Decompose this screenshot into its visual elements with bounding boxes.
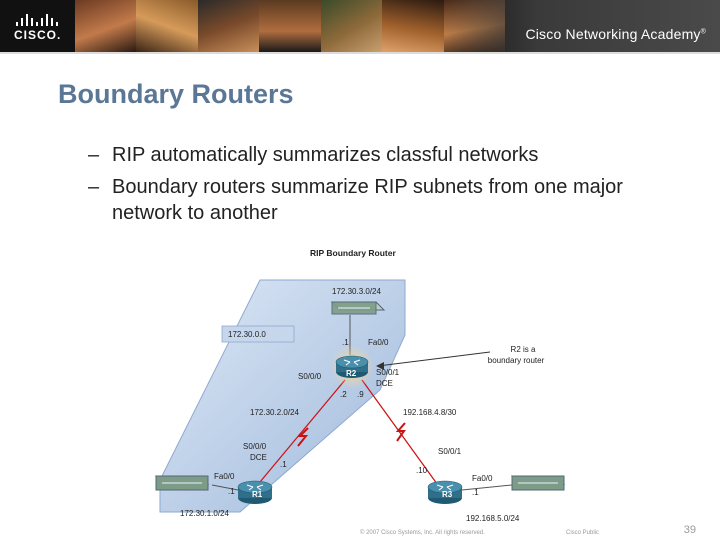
r2-s-left-host: .2 bbox=[340, 390, 347, 399]
router-icon bbox=[237, 480, 273, 504]
r2-s000: S0/0/0 bbox=[298, 372, 322, 381]
lan-r1-label: 172.30.1.0/24 bbox=[180, 509, 229, 518]
lan-r3-label: 192.168.5.0/24 bbox=[466, 514, 520, 523]
header-divider bbox=[0, 52, 720, 54]
r1-fa: Fa0/0 bbox=[214, 472, 235, 481]
r2-s-right-host: .9 bbox=[357, 390, 364, 399]
network-diagram: RIP Boundary Router 172.30.3.0/24 172.30… bbox=[140, 240, 580, 530]
bullet-item: –Boundary routers summarize RIP subnets … bbox=[88, 176, 623, 224]
callout-line2: boundary router bbox=[487, 356, 545, 365]
arrow-icon bbox=[377, 351, 491, 367]
footer-copyright: © 2007 Cisco Systems, Inc. All rights re… bbox=[360, 530, 485, 536]
topology-drawing bbox=[154, 279, 566, 513]
lan-top-label: 172.30.3.0/24 bbox=[332, 287, 381, 296]
classful-label: 172.30.0.0 bbox=[228, 330, 266, 339]
serial-link-r1-r2 bbox=[254, 379, 346, 489]
bullet-list: –RIP automatically summarizes classful n… bbox=[88, 142, 688, 232]
switch-icon bbox=[330, 301, 386, 315]
cisco-logo-icon: CISCO. bbox=[14, 14, 72, 42]
link-right-label: 192.168.4.8/30 bbox=[403, 408, 457, 417]
page-number: 39 bbox=[683, 524, 696, 536]
r2-dce: DCE bbox=[376, 379, 393, 388]
r2-s001: S0/0/1 bbox=[376, 368, 400, 377]
r2-fa-host: .1 bbox=[342, 338, 349, 347]
r1-dce: DCE bbox=[250, 453, 267, 462]
header-photos bbox=[75, 0, 505, 52]
academy-title: Cisco Networking Academy® bbox=[525, 26, 706, 42]
switch-icon bbox=[154, 475, 210, 491]
switch-icon bbox=[510, 475, 566, 491]
lightning-icon bbox=[395, 422, 406, 442]
r2-name: R2 bbox=[346, 369, 357, 378]
r1-fa-host: .1 bbox=[228, 487, 235, 496]
r3-fa: Fa0/0 bbox=[472, 474, 493, 483]
classful-label-box bbox=[221, 325, 295, 343]
logo-text: CISCO. bbox=[14, 28, 62, 42]
r3-fa-host: .1 bbox=[472, 488, 479, 497]
r1-name: R1 bbox=[252, 490, 263, 499]
lightning-icon bbox=[297, 427, 309, 447]
lan-r3-link bbox=[461, 484, 513, 491]
r3-s-host: .10 bbox=[416, 466, 428, 475]
header-banner: CISCO. Cisco Networking Academy® bbox=[0, 0, 720, 52]
callout-line1: R2 is a bbox=[510, 345, 536, 354]
router-icon bbox=[335, 355, 369, 378]
router-icon bbox=[427, 480, 463, 504]
r2-fa-if: Fa0/0 bbox=[368, 338, 389, 347]
header-fade bbox=[440, 0, 720, 52]
r3-name: R3 bbox=[442, 490, 453, 499]
r1-s-host: .1 bbox=[280, 460, 287, 469]
lan-r1-link bbox=[211, 484, 239, 491]
r3-s001: S0/0/1 bbox=[438, 447, 462, 456]
diagram-title: RIP Boundary Router bbox=[310, 248, 396, 258]
bullet-item: –RIP automatically summarizes classful n… bbox=[88, 144, 539, 166]
slide-title: Boundary Routers bbox=[58, 79, 294, 109]
r1-s000: S0/0/0 bbox=[243, 442, 267, 451]
link-left-label: 172.30.2.0/24 bbox=[250, 408, 299, 417]
footer-classification: Cisco Public bbox=[566, 530, 600, 536]
